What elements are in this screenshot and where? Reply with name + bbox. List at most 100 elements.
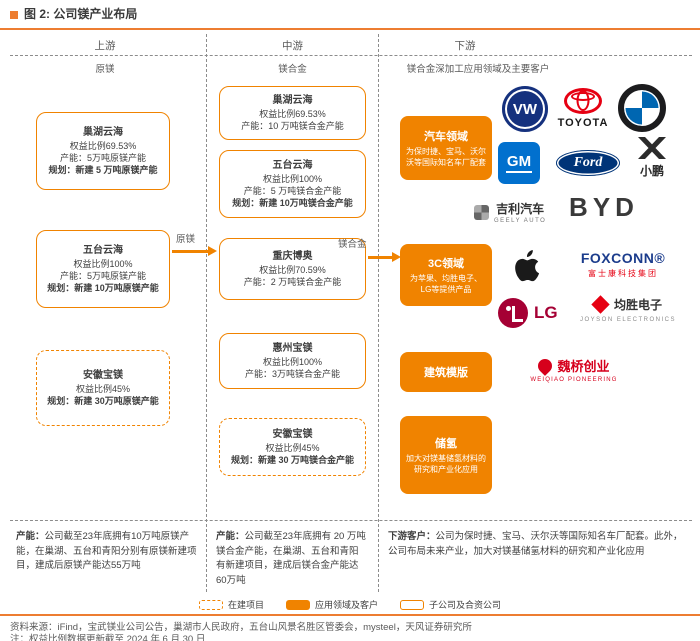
bmw-logo-icon <box>618 84 666 132</box>
company-name: 重庆博奥 <box>272 250 313 262</box>
byd-logo-icon: BYD <box>556 192 652 223</box>
ford-logo-icon: Ford <box>556 150 620 176</box>
xpeng-wordmark: 小鹏 <box>639 164 664 178</box>
application-desc: 加大对镁基储氢材料的研究和产业化应用 <box>406 453 486 474</box>
summary-divider <box>10 520 692 521</box>
company-capacity: 产能：2 万吨镁合金产能 <box>243 277 342 288</box>
legend-item-subsidiary: 子公司及合资公司 <box>400 598 501 611</box>
company-name: 巢湖云海 <box>272 94 313 106</box>
company-box-anhui-baomei-up: 安徽宝镁 权益比例45% 规划：新建 30万吨原镁产能 <box>36 350 170 426</box>
joyson-diamond-icon <box>591 295 610 314</box>
company-box-chaohu-yunhai-mid: 巢湖云海 权益比例69.53% 产能：10 万吨镁合金产能 <box>219 86 366 140</box>
arrow-raw-mg-icon <box>172 246 217 256</box>
application-box-hydrogen-storage: 储氢 加大对镁基储氢材料的研究和产业化应用 <box>400 416 492 494</box>
weiqiao-wordmark: 魏桥创业 <box>557 359 610 374</box>
weiqiao-wordmark-en: WEIQIAO PIONEERING <box>530 377 618 383</box>
vw-roundel-icon: VW <box>502 86 548 132</box>
apple-logo-icon <box>512 246 546 286</box>
xpeng-x-mark-icon <box>638 137 666 159</box>
application-title: 建筑模版 <box>424 367 468 379</box>
bmw-roundel-icon <box>618 84 666 132</box>
summary-label: 产能： <box>216 531 245 542</box>
company-plan: 规划：新建 10万吨原镁产能 <box>47 283 159 294</box>
top-rule <box>0 28 700 30</box>
company-equity: 权益比例69.53% <box>69 141 137 152</box>
company-plan: 规划：新建 5 万吨原镁产能 <box>48 165 158 176</box>
geely-badge-icon <box>474 204 489 220</box>
source-note: 资料来源：iFind，宝武镁业公司公告，巢湖市人民政府，五台山风景名胜区管委会，… <box>10 622 472 633</box>
geely-wordmark: 吉利汽车 <box>496 202 545 216</box>
summary-text: 公司截至23年底拥有10万吨原镁产能，在巢湖、五台和青阳分别有原镁新建项目，建成… <box>16 531 197 572</box>
vw-letters: VW <box>512 100 538 118</box>
joyson-wordmark: 均胜电子 <box>613 298 662 312</box>
company-capacity: 产能：5万吨原镁产能 <box>59 153 146 164</box>
company-box-wutai-yunhai-up: 五台云海 权益比例100% 产能：5万吨原镁产能 规划：新建 10万吨原镁产能 <box>36 230 170 308</box>
foxconn-logo-icon: FOXCONN® 富士康科技集团 <box>568 250 678 279</box>
company-equity: 权益比例70.59% <box>259 265 326 276</box>
company-equity: 权益比例45% <box>75 384 130 395</box>
stage-label-downstream: 下游 <box>454 40 476 52</box>
header-divider <box>10 55 692 56</box>
legend: 在建项目 应用领域及客户 子公司及合资公司 <box>0 598 700 611</box>
company-name: 五台云海 <box>272 159 313 171</box>
foxconn-wordmark-cn: 富士康科技集团 <box>588 269 658 278</box>
gm-letters: GM <box>505 153 533 173</box>
toyota-emblem-icon <box>564 88 602 114</box>
geely-logo-icon: 吉利汽车 GEELY AUTO <box>474 200 546 224</box>
geely-wordmark-group: 吉利汽车 GEELY AUTO <box>494 200 546 224</box>
toyota-logo-icon: TOYOTA <box>550 88 616 129</box>
company-plan: 规划：新建 30万吨原镁产能 <box>47 396 159 407</box>
application-box-building-template: 建筑模版 <box>400 352 492 392</box>
byd-wordmark: BYD <box>569 192 639 222</box>
legend-label: 在建项目 <box>227 600 264 610</box>
company-equity: 权益比例100% <box>73 259 133 270</box>
column-divider-right <box>378 34 379 592</box>
toyota-wordmark: TOYOTA <box>557 117 609 129</box>
weiqiao-wordmark-group: 魏桥创业 <box>535 355 610 376</box>
summary-upstream: 产能：公司截至23年底拥有10万吨原镁产能，在巢湖、五台和青阳分别有原镁新建项目… <box>16 530 200 574</box>
company-capacity: 产能：3万吨镁合金产能 <box>244 369 340 380</box>
application-box-automotive: 汽车领域 为保时捷、宝马、沃尔沃等国际知名车厂配套 <box>400 116 492 180</box>
company-capacity: 产能：5万吨原镁产能 <box>59 271 146 282</box>
summary-label: 下游客户： <box>388 531 436 542</box>
column-header-raw-mg: 原镁 <box>95 64 115 75</box>
company-box-anhui-baomei-mid: 安徽宝镁 权益比例45% 规划：新建 30 万吨镁合金产能 <box>219 418 366 476</box>
company-equity: 权益比例69.53% <box>259 109 326 120</box>
application-box-3c: 3C领域 为苹果、均胜电子、LG等提供产品 <box>400 244 492 306</box>
joyson-logo-icon: 均胜电子 JOYSON ELECTRONICS <box>580 295 677 323</box>
company-equity: 权益比例100% <box>262 357 323 368</box>
company-name: 巢湖云海 <box>83 126 123 138</box>
company-name: 五台云海 <box>83 244 123 256</box>
company-box-wutai-yunhai-mid: 五台云海 权益比例100% 产能：5 万吨镁合金产能 规划：新建 10万吨镁合金… <box>219 150 366 218</box>
joyson-wordmark-en: JOYSON ELECTRONICS <box>580 317 677 323</box>
lg-symbol-icon <box>498 298 528 328</box>
company-capacity: 产能：10 万吨镁合金产能 <box>241 121 344 132</box>
foxconn-wordmark: FOXCONN® <box>580 250 666 266</box>
figure-title: 图 2: 公司镁产业布局 <box>24 7 138 21</box>
arrow-label-raw-mg: 原镁 <box>176 234 196 245</box>
company-box-huizhou-baomei: 惠州宝镁 权益比例100% 产能：3万吨镁合金产能 <box>219 333 366 389</box>
stage-label-midstream: 中游 <box>282 40 303 52</box>
legend-outline-box-icon <box>400 599 424 610</box>
application-desc: 为苹果、均胜电子、LG等提供产品 <box>410 273 482 294</box>
company-equity: 权益比例45% <box>265 443 320 454</box>
summary-label: 产能： <box>16 531 45 542</box>
company-plan: 规划：新建 10万吨镁合金产能 <box>232 198 353 209</box>
summary-midstream: 产能：公司截至23年底拥有 20 万吨镁合金产能，在巢湖、五台和青阳有新建项目，… <box>216 530 366 589</box>
xpeng-logo-icon: 小鹏 <box>628 136 676 179</box>
application-title: 3C领域 <box>427 257 465 270</box>
company-plan: 规划：新建 30 万吨镁合金产能 <box>230 455 354 466</box>
legend-item-application: 应用领域及客户 <box>285 598 378 611</box>
company-box-chaohu-yunhai-up: 巢湖云海 权益比例69.53% 产能：5万吨原镁产能 规划：新建 5 万吨原镁产… <box>36 112 170 190</box>
company-name: 安徽宝镁 <box>272 428 313 440</box>
bottom-rule <box>0 614 700 616</box>
summary-text: 公司截至23年底拥有 20 万吨镁合金产能，在巢湖、五台和青阳有新建项目，建成后… <box>216 531 366 587</box>
weiqiao-logo-icon: 魏桥创业 WEIQIAO PIONEERING <box>522 355 626 383</box>
application-desc: 为保时捷、宝马、沃尔沃等国际知名车厂配套 <box>406 146 486 167</box>
summary-text: 公司为保时捷、宝马、沃尔沃等国际知名车厂配套。此外，公司布局未来产业，加大对镁基… <box>388 531 683 557</box>
company-capacity: 产能：5 万吨镁合金产能 <box>243 186 342 197</box>
ford-script: Ford <box>573 155 603 170</box>
legend-filled-box-icon <box>285 599 310 610</box>
legend-item-under-construction: 在建项目 <box>198 598 264 611</box>
